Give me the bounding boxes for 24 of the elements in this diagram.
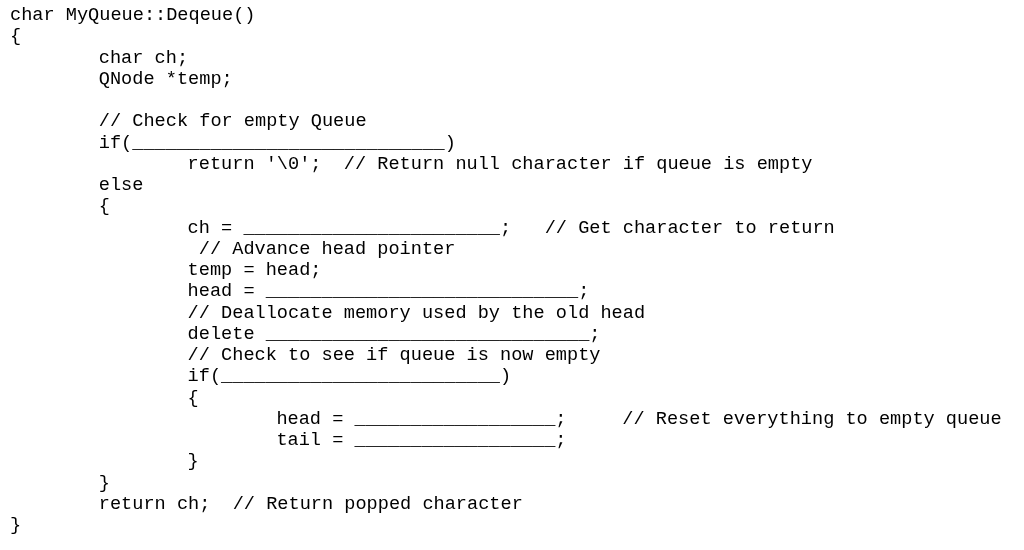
code-line: return '\0'; // Return null character if queue is empty bbox=[187, 153, 813, 175]
code-line: ch = _______________________; // Get character to return bbox=[187, 217, 835, 239]
code-line: if(_________________________) bbox=[187, 366, 512, 388]
code-line: return ch; // Return popped character bbox=[98, 493, 523, 515]
code-line: } bbox=[187, 451, 199, 473]
code-line: // Check to see if queue is now empty bbox=[187, 345, 601, 366]
code-line: // Check for empty Queue bbox=[98, 111, 367, 133]
code-line: { bbox=[187, 387, 199, 409]
code-line: // Deallocate memory used by the old head bbox=[187, 302, 646, 324]
code-line: } bbox=[10, 515, 22, 536]
code-line: } bbox=[98, 472, 110, 494]
code-line: if(____________________________) bbox=[98, 132, 456, 154]
code-line: char ch; bbox=[98, 47, 189, 69]
code-line: head = __________________; // Reset everything to empty queue bbox=[276, 408, 1002, 430]
code-line: tail = __________________; bbox=[276, 430, 567, 451]
code-line: { bbox=[98, 196, 110, 218]
code-line: delete _____________________________; bbox=[187, 323, 601, 345]
code-line: // Advance head pointer bbox=[197, 238, 456, 260]
code-line: head = ____________________________; bbox=[187, 281, 590, 303]
code-line: temp = head; bbox=[187, 260, 322, 281]
code-line: else bbox=[98, 175, 144, 196]
code-line: { bbox=[10, 26, 22, 48]
code-line: QNode *temp; bbox=[98, 68, 233, 90]
code-line: char MyQueue::Deqeue() bbox=[10, 5, 256, 26]
